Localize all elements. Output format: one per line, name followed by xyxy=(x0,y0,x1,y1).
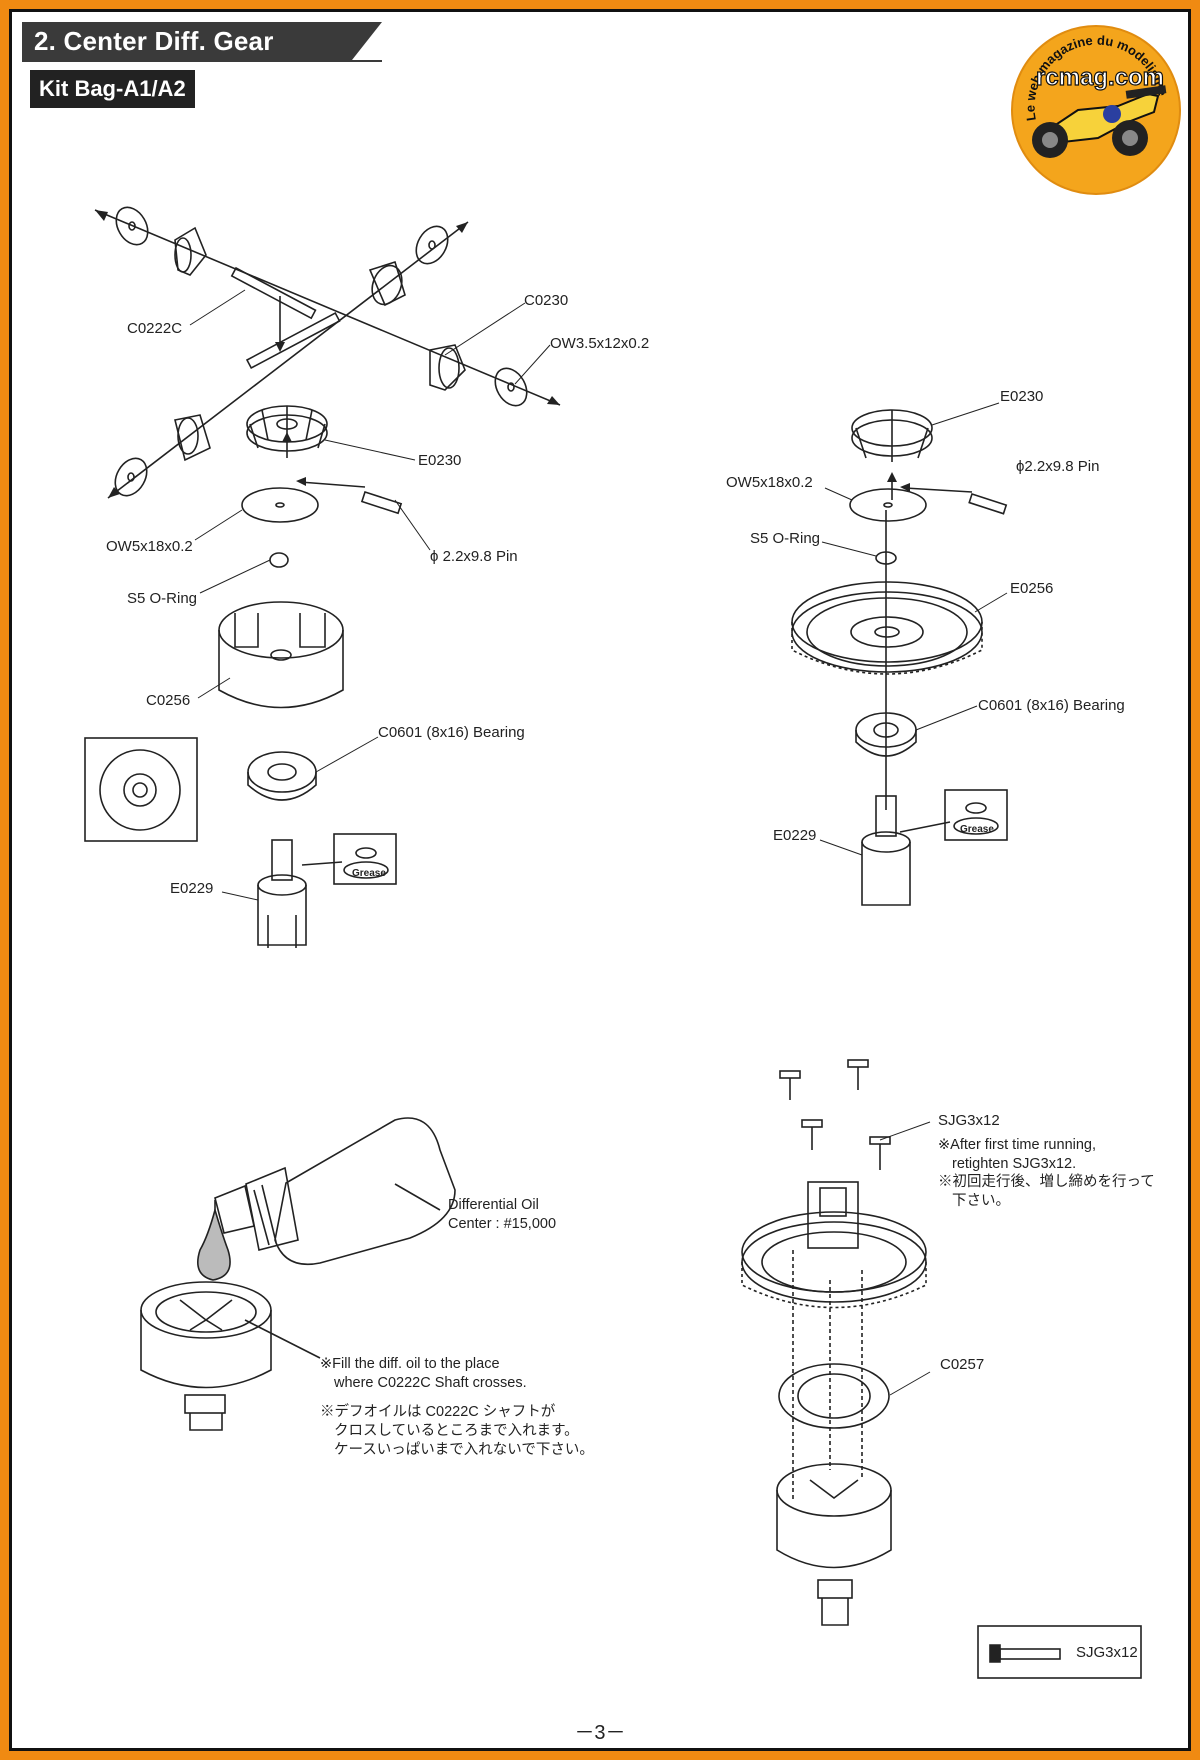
screw-icon xyxy=(779,1059,891,1170)
step4-final-assembly xyxy=(741,1059,1142,1679)
label-bearing: C0601 (8x16) Bearing xyxy=(378,724,525,741)
fill-note-jp-1: ※デフオイルは C0222C シャフトが xyxy=(320,1404,556,1420)
label-oring-2: S5 O-Ring xyxy=(750,530,821,547)
section-title-bar: 2. Center Diff. Gear xyxy=(22,22,382,60)
grease-label: Grease xyxy=(352,868,386,879)
title-bar-shape xyxy=(22,22,382,60)
kit-bag-label: Kit Bag-A1/A2 xyxy=(30,70,195,108)
grease-icon xyxy=(301,833,397,885)
label-pin-2: ϕ2.2x9.8 Pin xyxy=(1016,458,1100,475)
logo-brand-text: rcmag.com xyxy=(1036,64,1164,91)
label-outdrive: E0229 xyxy=(170,880,214,897)
fill-note-en-1: ※Fill the diff. oil to the place xyxy=(320,1356,500,1372)
label-washer-large: OW5x18x0.2 xyxy=(106,538,193,555)
label-washer-small: OW3.5x12x0.2 xyxy=(550,335,650,352)
label-bevel-large-2: E0230 xyxy=(1000,388,1044,405)
arrow-icon xyxy=(282,432,292,442)
label-gasket: C0257 xyxy=(940,1356,985,1373)
retighten-note-jp-1: ※初回走行後、増し締めを行って xyxy=(938,1174,1155,1190)
label-shaft: C0222C xyxy=(127,320,183,337)
label-case: C0256 xyxy=(146,692,191,709)
step3-oil-fill-view xyxy=(140,1117,456,1431)
oil-label-line2: Center : #15,000 xyxy=(448,1216,557,1232)
label-outdrive-2: E0229 xyxy=(773,827,817,844)
retighten-note-jp-2: 下さい。 xyxy=(952,1193,1010,1209)
arrow-icon xyxy=(456,222,468,233)
fill-note-jp-2: クロスしているところまで入れます。 xyxy=(334,1423,579,1439)
grease-label-2: Grease xyxy=(960,824,994,835)
arrow-icon xyxy=(275,342,285,352)
label-oring: S5 O-Ring xyxy=(127,590,198,607)
arrow-icon xyxy=(296,477,306,486)
legend-screw-label: SJG3x12 xyxy=(1076,1644,1138,1661)
section-title: 2. Center Diff. Gear xyxy=(34,26,274,56)
arrow-icon xyxy=(887,472,897,482)
buggy-icon xyxy=(1032,85,1167,158)
arrow-icon xyxy=(900,483,910,492)
oil-label-line1: Differential Oil xyxy=(448,1197,539,1213)
rcmag-logo: Le web magazine du modelisme rcmag.com xyxy=(1008,22,1183,197)
page-inner-border xyxy=(9,9,1191,1751)
arrow-icon xyxy=(547,396,560,405)
label-screw: SJG3x12 xyxy=(938,1112,1000,1129)
fill-note-jp-3: ケースいっぱいまで入れないで下さい。 xyxy=(334,1442,594,1458)
label-bearing-2: C0601 (8x16) Bearing xyxy=(978,697,1125,714)
label-bevel-small: C0230 xyxy=(524,292,569,309)
label-bevel-large: E0230 xyxy=(418,452,462,469)
title-underline xyxy=(22,60,382,62)
label-washer-large-2: OW5x18x0.2 xyxy=(726,474,813,491)
arrow-icon xyxy=(95,210,108,221)
arrow-icon xyxy=(108,487,120,498)
page-number: －3－ xyxy=(574,1722,626,1744)
label-spur: E0256 xyxy=(1010,580,1054,597)
step1-exploded-view xyxy=(84,206,561,948)
retighten-note-en-2: retighten SJG3x12. xyxy=(952,1156,1077,1172)
grease-icon xyxy=(899,789,1008,841)
leader-lines xyxy=(189,289,1008,1396)
label-pin: ϕ 2.2x9.8 Pin xyxy=(430,548,518,565)
step2-exploded-view xyxy=(791,409,1008,906)
retighten-note-en-1: ※After first time running, xyxy=(938,1137,1097,1153)
fill-note-en-2: where C0222C Shaft crosses. xyxy=(334,1375,527,1391)
